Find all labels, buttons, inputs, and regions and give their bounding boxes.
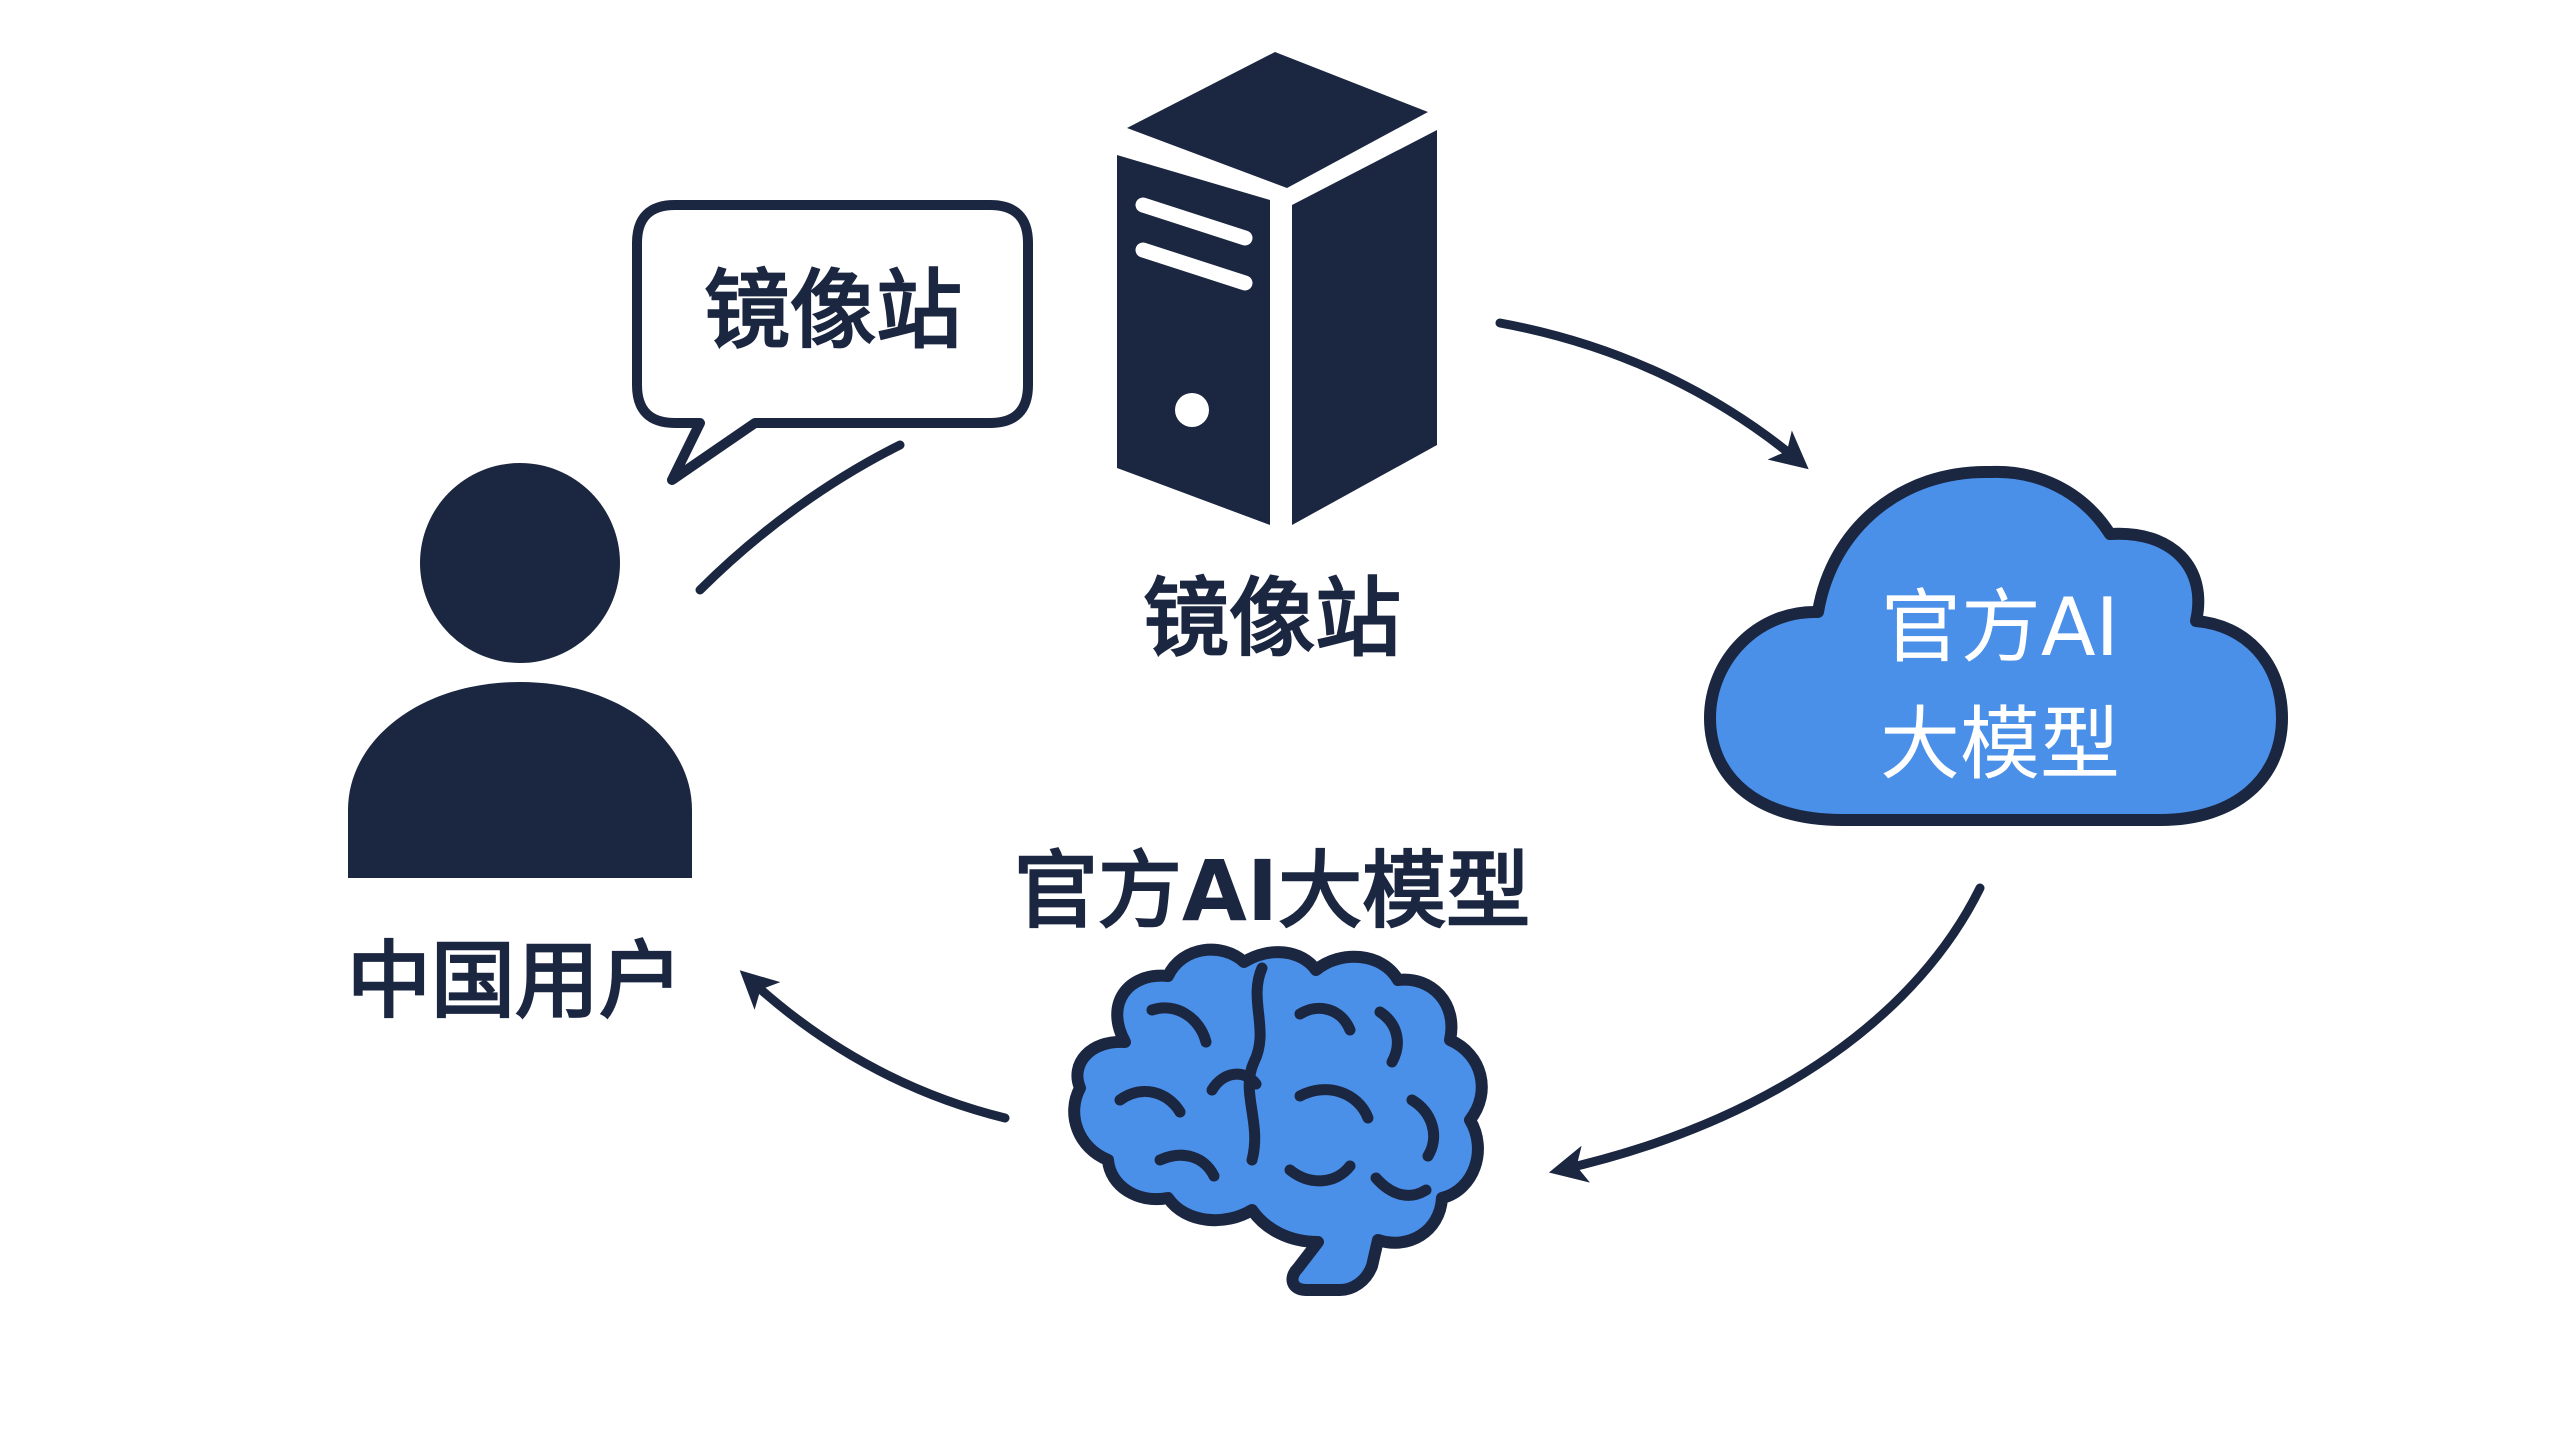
- server-label: 镜像站: [1143, 569, 1401, 669]
- bubble-label: 镜像站: [704, 261, 962, 361]
- user-icon: [348, 463, 692, 878]
- server-icon: [1117, 52, 1437, 525]
- connector-user-to-bubble: [695, 440, 905, 595]
- arrow-cloud-to-brain: [1548, 883, 1985, 1183]
- arrow-brain-to-user: [739, 970, 1010, 1123]
- cloud-label-line1: 官方AI: [1881, 581, 2119, 674]
- brain-label: 官方AI大模型: [1014, 842, 1530, 940]
- cloud-icon: [1704, 465, 2288, 826]
- arrow-server-to-cloud: [1495, 318, 1809, 470]
- brain-icon: [1068, 943, 1488, 1296]
- cloud-label-line2: 大模型: [1880, 698, 2120, 791]
- user-label: 中国用户: [347, 932, 683, 1030]
- speech-bubble-icon: [632, 200, 1033, 485]
